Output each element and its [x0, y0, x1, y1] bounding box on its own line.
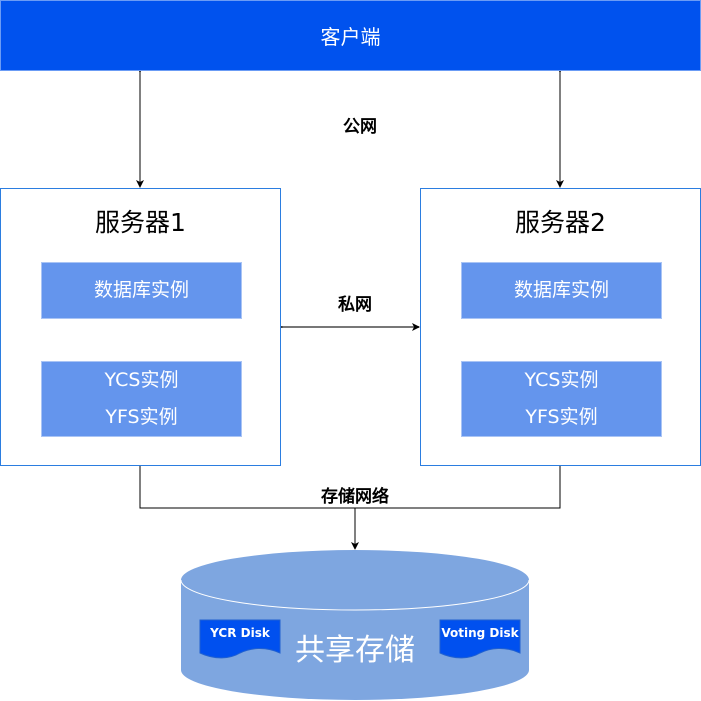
cluster-instances: YCS实例 YFS实例 — [41, 361, 242, 437]
server-title: 服务器1 — [95, 208, 186, 237]
ycr-disk-shape — [199, 619, 281, 659]
db-instance: 数据库实例 — [461, 262, 662, 319]
shared-storage-label: 共享存储 — [295, 633, 415, 668]
storage-network-label: 存储网络 — [290, 482, 420, 507]
cluster-instances: YCS实例 YFS实例 — [461, 361, 662, 437]
ycs-instance: YCS实例 — [104, 369, 179, 391]
ycs-instance: YCS实例 — [524, 369, 599, 391]
server-2: 服务器2 数据库实例 YCS实例 YFS实例 — [420, 188, 701, 466]
shared-storage-cylinder — [180, 549, 530, 700]
ycr-disk-label: YCR Disk — [210, 626, 270, 640]
public-network-label: 公网 — [343, 117, 377, 137]
server-1: 服务器1 数据库实例 YCS实例 YFS实例 — [0, 188, 281, 466]
client-box: 客户端 — [0, 0, 701, 71]
db-instance: 数据库实例 — [41, 262, 242, 319]
client-label: 客户端 — [320, 25, 381, 49]
yfs-instance: YFS实例 — [105, 406, 178, 428]
voting-disk-label: Voting Disk — [441, 626, 519, 640]
private-network-label: 私网 — [338, 295, 372, 315]
server-title: 服务器2 — [515, 208, 606, 237]
storage-link-bus — [139, 466, 561, 509]
yfs-instance: YFS实例 — [525, 406, 598, 428]
voting-disk-shape — [439, 619, 521, 659]
